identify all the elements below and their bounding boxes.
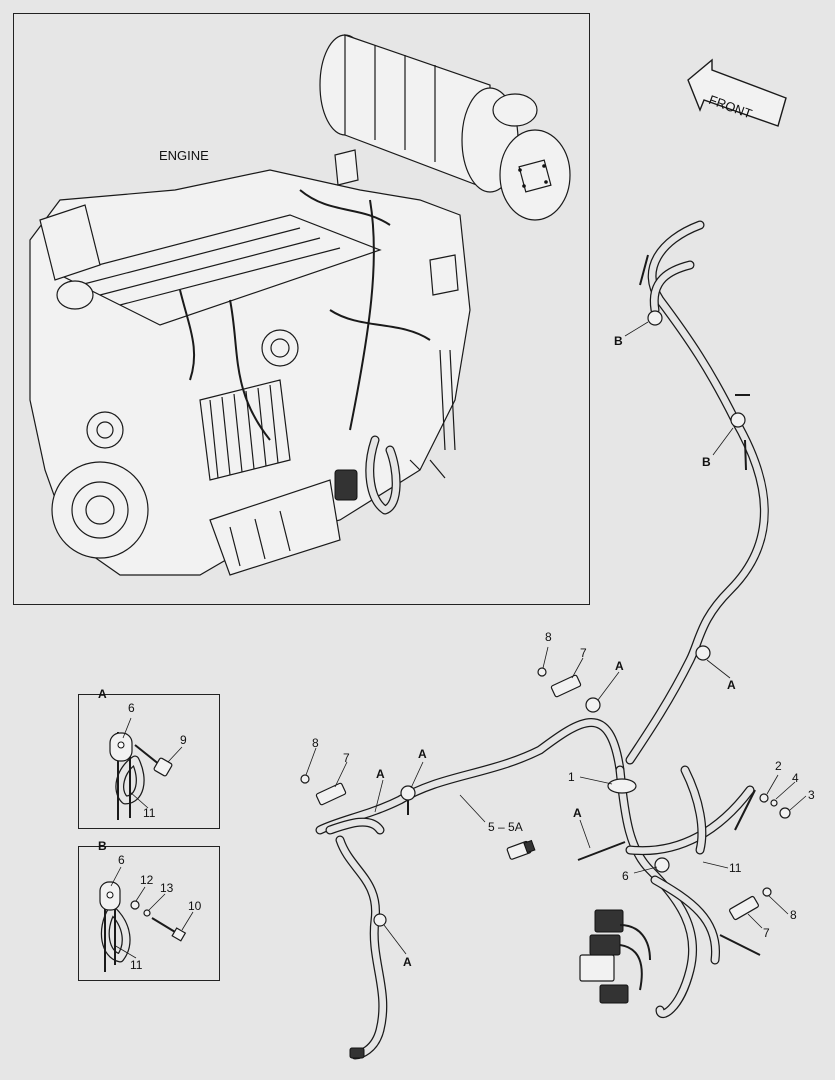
leader-lines bbox=[110, 321, 807, 959]
detail-a-title: A bbox=[98, 687, 107, 701]
callout-7-top: 7 bbox=[580, 646, 587, 660]
clip-b-lower: B bbox=[702, 455, 711, 469]
clip-a-bottom: A bbox=[403, 955, 412, 969]
callout-7-left: 7 bbox=[343, 751, 350, 765]
clip-a-right: A bbox=[727, 678, 736, 692]
callout-6-main: 6 bbox=[622, 869, 629, 883]
callout-1: 1 bbox=[568, 770, 575, 784]
clip-a-left: A bbox=[376, 767, 385, 781]
callout-11-main: 11 bbox=[729, 861, 742, 875]
main-harness bbox=[300, 220, 791, 1060]
detail-a-callout-11: 11 bbox=[143, 806, 156, 820]
detail-b-callout-13: 13 bbox=[160, 881, 174, 895]
clip-a-mid: A bbox=[418, 747, 427, 761]
detail-b-callout-10: 10 bbox=[188, 899, 202, 913]
detail-b-callout-12: 12 bbox=[140, 873, 154, 887]
callout-8-right: 8 bbox=[790, 908, 797, 922]
callout-3: 3 bbox=[808, 788, 815, 802]
clip-a-lower: A bbox=[573, 806, 582, 820]
callout-8-left: 8 bbox=[312, 736, 319, 750]
detail-a-panel bbox=[78, 694, 220, 829]
clip-a-top: A bbox=[615, 659, 624, 673]
callout-4: 4 bbox=[792, 771, 799, 785]
detail-a-drawing bbox=[109, 732, 173, 820]
engine-illustration bbox=[29, 34, 571, 576]
callout-8-top: 8 bbox=[545, 630, 552, 644]
front-arrow-icon bbox=[687, 58, 787, 127]
engine-title: ENGINE bbox=[159, 148, 209, 163]
detail-b-callout-11: 11 bbox=[130, 958, 143, 972]
detail-b-callout-6: 6 bbox=[118, 853, 125, 867]
callout-2: 2 bbox=[775, 759, 782, 773]
callout-7-right: 7 bbox=[763, 926, 770, 940]
detail-a-callout-9: 9 bbox=[180, 733, 187, 747]
clip-b-upper: B bbox=[614, 334, 623, 348]
callout-5-5a: 5 – 5A bbox=[488, 820, 523, 834]
detail-a-callout-6: 6 bbox=[128, 701, 135, 715]
detail-b-drawing bbox=[99, 881, 187, 972]
detail-b-title: B bbox=[98, 839, 107, 853]
